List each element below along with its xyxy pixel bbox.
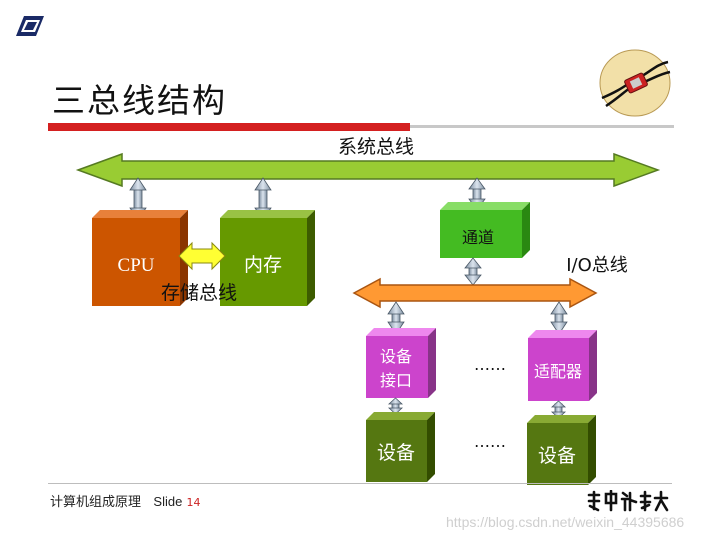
footer-slide-number: 14	[186, 496, 201, 509]
watermark-text: https://blog.csdn.net/weixin_44395686	[446, 514, 685, 530]
channel-io-connector	[464, 257, 482, 286]
interface-device-connector	[387, 397, 404, 415]
footer-course: 计算机组成原理 Slide 14	[50, 491, 200, 510]
cpu-box: CPU	[92, 210, 188, 306]
io-bus-label: I/O总线	[566, 255, 628, 276]
memory-bus-label: 存储总线	[161, 282, 237, 304]
university-logo	[587, 490, 669, 512]
device-box-left: 设备	[366, 412, 435, 482]
system-bus-label: 系统总线	[338, 136, 414, 158]
ellipsis-top: ……	[474, 355, 506, 374]
top-logo-icon	[16, 16, 44, 36]
memory-bus-arrow	[178, 241, 226, 271]
adapter-box: 适配器	[528, 330, 597, 401]
slide-title: 三总线结构	[52, 81, 227, 120]
footer-divider	[48, 483, 672, 484]
device-interface-label-line1: 设备	[380, 347, 412, 366]
footer-course-name: 计算机组成原理	[50, 495, 142, 510]
system-bus-arrow	[75, 152, 661, 188]
footer-slide-label: Slide	[153, 494, 183, 509]
channel-label: 通道	[462, 228, 494, 247]
adapter-label: 适配器	[534, 362, 582, 381]
cpu-label: CPU	[118, 255, 155, 276]
device-box-right: 设备	[527, 415, 596, 485]
title-underline-gray	[410, 125, 674, 128]
device-interface-box: 设备 接口	[366, 328, 436, 398]
cable-connector-icon	[599, 49, 671, 117]
title-underline-red	[48, 123, 410, 131]
channel-box: 通道	[440, 202, 530, 258]
adapter-io-connector	[550, 301, 568, 335]
memory-label: 内存	[244, 254, 282, 276]
device-label-right: 设备	[538, 445, 576, 467]
ellipsis-bottom: ……	[474, 432, 506, 451]
io-bus-arrow	[352, 277, 598, 309]
device-label-left: 设备	[377, 442, 415, 464]
memory-box: 内存	[220, 210, 315, 306]
device-interface-label-line2: 接口	[380, 371, 412, 390]
